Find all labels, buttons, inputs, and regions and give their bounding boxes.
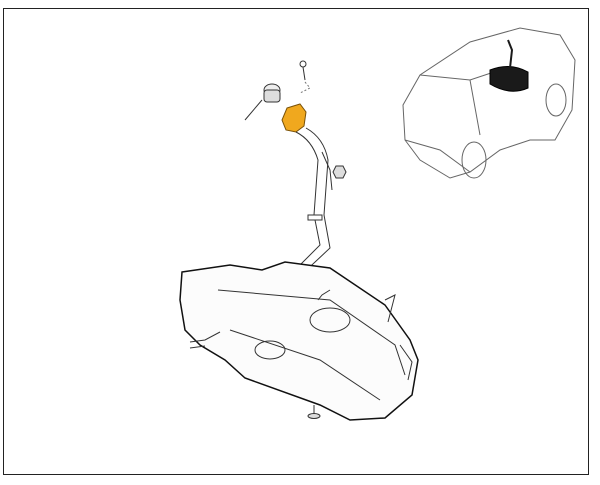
mounting-bolt xyxy=(307,405,321,419)
nut xyxy=(332,165,347,179)
fuel-cap xyxy=(244,83,281,121)
screw xyxy=(299,60,311,94)
filler-neck-housing xyxy=(281,103,307,133)
fuel-tank xyxy=(179,261,419,421)
filler-pipe xyxy=(282,127,333,303)
car-locator xyxy=(402,27,576,179)
diagram-frame xyxy=(3,8,589,475)
